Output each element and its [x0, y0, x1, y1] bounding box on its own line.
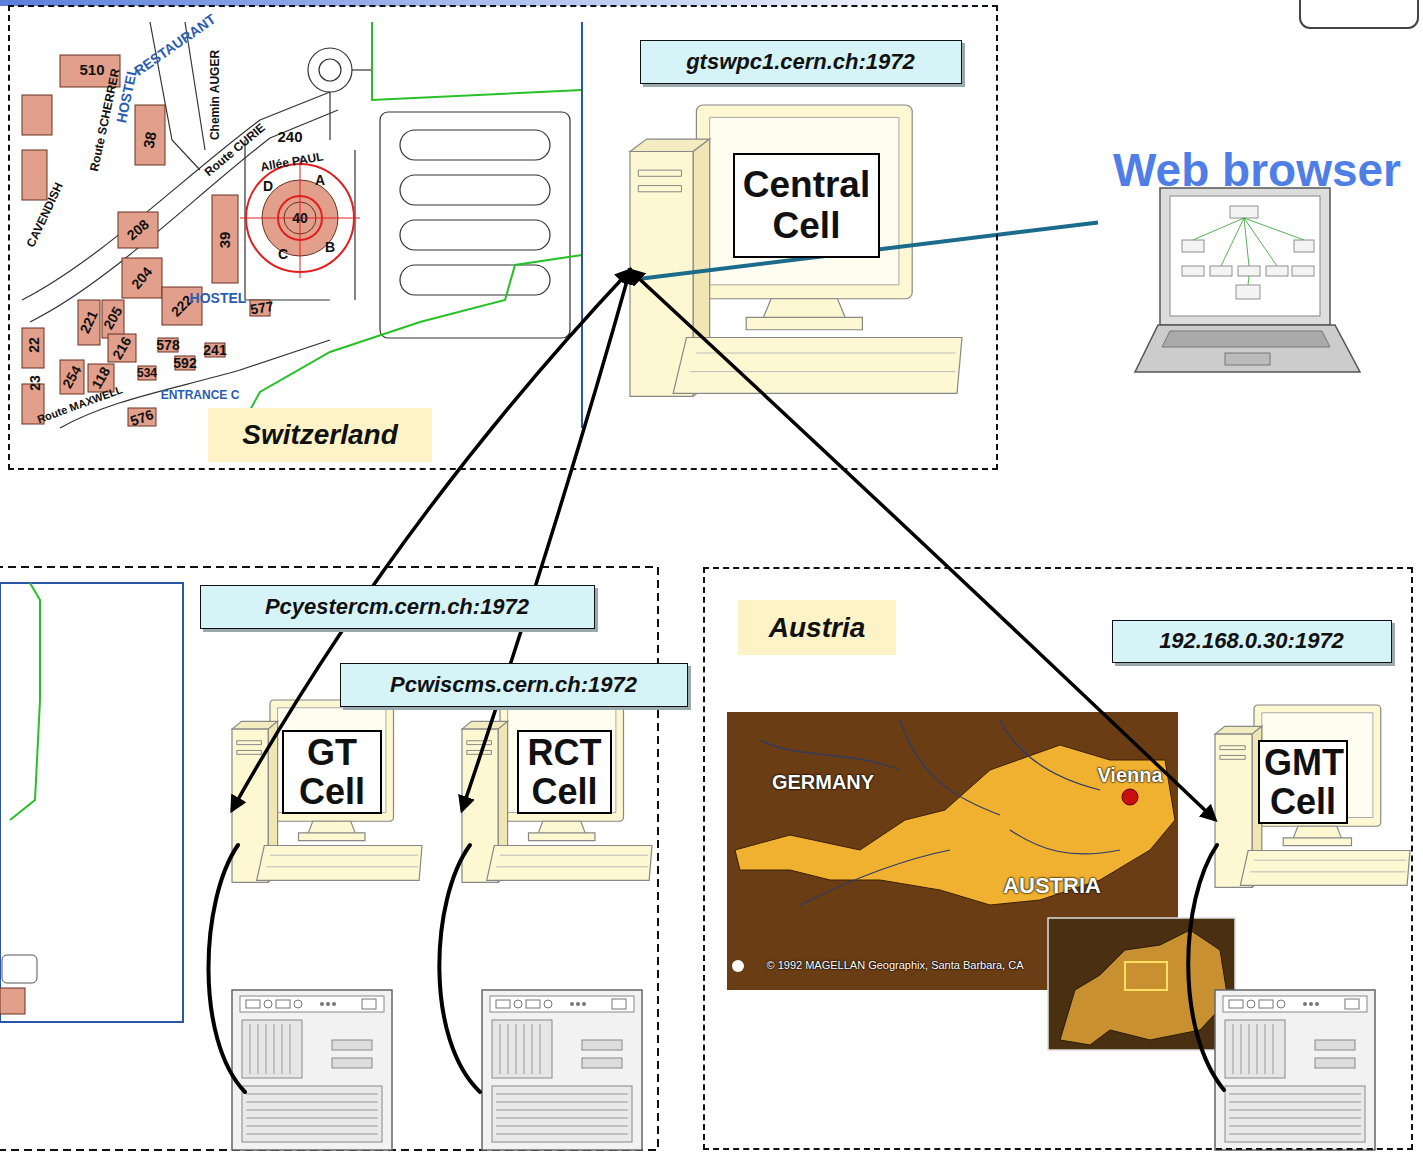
map-label: 578: [156, 338, 179, 353]
computer-cell: GMT Cell: [1215, 705, 1410, 890]
map-label: 240: [277, 129, 302, 145]
map-label: 254: [60, 363, 84, 391]
map-label: 592: [173, 356, 196, 371]
site-map: [22, 22, 582, 428]
map-label: C: [278, 247, 288, 262]
map-label: 577: [249, 299, 275, 318]
host-address: 192.168.0.30:1972: [1113, 621, 1390, 661]
site-region: Austria 192.168.0.30:1972GMT Cell: [703, 567, 1413, 1150]
map-label: 534: [137, 367, 157, 380]
site-map: [0, 583, 183, 1022]
map-label: 510: [79, 62, 104, 78]
cell-name: GT Cell: [282, 730, 382, 814]
map-label: 39: [217, 232, 233, 249]
site-region: Switzerland gtswpc1.cern.ch:1972Central C…: [8, 5, 998, 470]
map-label: D: [263, 179, 273, 194]
map-label: Route MAXWELL: [36, 384, 124, 426]
map-label: 221: [77, 308, 100, 335]
host-address: gtswpc1.cern.ch:1972: [641, 41, 960, 82]
browser-laptop: Web browser: [1098, 145, 1416, 373]
map-label: 40: [292, 211, 308, 226]
country-map: [727, 712, 1235, 1050]
map-label: RESTAURANT: [132, 12, 219, 79]
computer-cell: RCT Cell: [462, 700, 652, 885]
map-label: 22: [27, 337, 42, 353]
control-arrow: [630, 270, 1215, 820]
map-label: GERMANY: [772, 772, 874, 793]
map-label: 38: [141, 130, 159, 149]
map-label: 241: [203, 343, 226, 358]
host-address: Pcwiscms.cern.ch:1972: [341, 664, 686, 705]
host-note: Pcwiscms.cern.ch:1972: [340, 663, 688, 707]
computer-cell: GT Cell: [232, 700, 422, 885]
map-label: HOSTEL: [190, 291, 247, 306]
map-label: ENTRANCE C: [161, 389, 240, 402]
map-label: A: [315, 173, 325, 188]
cell-name: RCT Cell: [517, 730, 612, 814]
app-title: Web browser: [1098, 145, 1416, 195]
map-label: © 1992 MAGELLAN Geographix, Santa Barbar…: [767, 960, 1024, 972]
region-name: Austria: [738, 600, 896, 655]
map-label: 216: [110, 334, 134, 362]
computer-cell: Central Cell: [630, 105, 962, 400]
map-label: 205: [101, 304, 125, 332]
host-note: gtswpc1.cern.ch:1972: [640, 40, 962, 84]
map-label: 204: [129, 264, 155, 291]
map-label: 23: [28, 375, 43, 391]
map-label: Vienna: [1097, 765, 1162, 786]
cell-name: GMT Cell: [1258, 740, 1348, 824]
map-label: CAVENDISH: [25, 181, 66, 250]
cell-name: Central Cell: [733, 153, 880, 258]
host-address: Pcyestercm.cern.ch:1972: [201, 586, 593, 627]
map-label: 208: [124, 217, 151, 243]
map-label: Allée PAUL: [259, 150, 324, 173]
region-name: Switzerland: [208, 408, 432, 462]
map-label: B: [325, 240, 335, 255]
host-note: Pcyestercm.cern.ch:1972: [200, 585, 595, 629]
map-label: Chemin AUGER: [209, 50, 222, 140]
map-label: AUSTRIA: [1003, 874, 1101, 897]
map-label: 576: [129, 407, 156, 429]
host-note: 192.168.0.30:1972: [1112, 620, 1392, 663]
laptop: [1135, 188, 1360, 372]
